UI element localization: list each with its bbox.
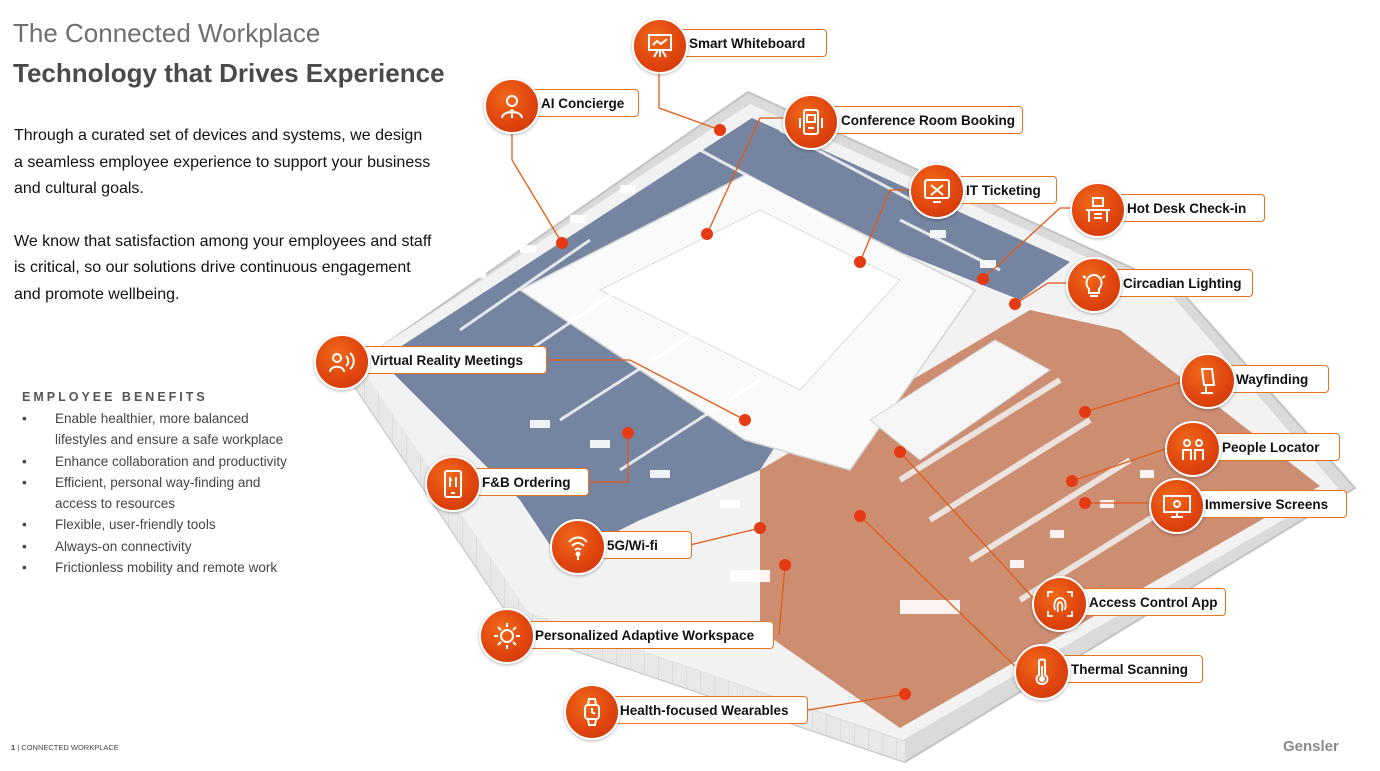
page-subtitle: Technology that Drives Experience	[13, 58, 445, 88]
concierge-icon	[484, 78, 540, 134]
page-number: 1	[11, 743, 16, 752]
benefit-item: •Efficient, personal way-finding and acc…	[22, 474, 261, 512]
desk-icon	[1070, 182, 1126, 238]
people-icon	[1165, 421, 1221, 477]
thermometer-icon	[1014, 644, 1070, 700]
watch-icon	[564, 684, 620, 740]
wifi-icon	[550, 519, 606, 575]
footer-separator: |	[15, 743, 22, 752]
intro-paragraph-2a: We know that satisfaction among your emp…	[14, 232, 432, 250]
benefits-list: •Enable healthier, more balanced lifesty…	[22, 408, 302, 578]
screen-icon	[1149, 478, 1205, 534]
whiteboard-icon	[632, 18, 688, 74]
benefit-item: •Frictionless mobility and remote work	[22, 560, 278, 576]
benefit-item: •Flexible, user-friendly tools	[22, 517, 216, 533]
sun-icon	[479, 608, 535, 664]
benefit-item: •Enable healthier, more balanced lifesty…	[22, 411, 284, 448]
fingerprint-icon	[1032, 576, 1088, 632]
page-title: The Connected Workplace	[13, 18, 321, 48]
benefit-item: •Always-on connectivity	[22, 538, 192, 554]
callout-label: Personalized Adaptive Workspace	[506, 621, 774, 649]
tools-icon	[909, 163, 965, 219]
lightbulb-icon	[1066, 257, 1122, 313]
footer: 1 | CONNECTED WORKPLACE	[11, 743, 119, 752]
kiosk-icon	[1180, 353, 1236, 409]
intro-paragraph-2b: is critical, so our solutions drive cont…	[14, 259, 411, 303]
intro-text: Through a curated set of devices and sys…	[14, 123, 434, 308]
footer-section: CONNECTED WORKPLACE	[21, 743, 119, 752]
callout-label: Virtual Reality Meetings	[342, 346, 547, 374]
callout-label: Conference Room Booking	[812, 106, 1023, 134]
brand-logo: Gensler	[1283, 738, 1339, 755]
intro-paragraph-2: We know that satisfaction among your emp…	[14, 229, 434, 309]
benefit-item: •Enhance collaboration and productivity	[22, 453, 287, 469]
vr-icon	[314, 334, 370, 390]
room-booking-icon	[783, 94, 839, 150]
phone-food-icon	[425, 456, 481, 512]
benefits-heading: EMPLOYEE BENEFITS	[22, 390, 208, 404]
callout-label: Health-focused Wearables	[591, 696, 808, 724]
intro-paragraph-1: Through a curated set of devices and sys…	[14, 127, 431, 197]
